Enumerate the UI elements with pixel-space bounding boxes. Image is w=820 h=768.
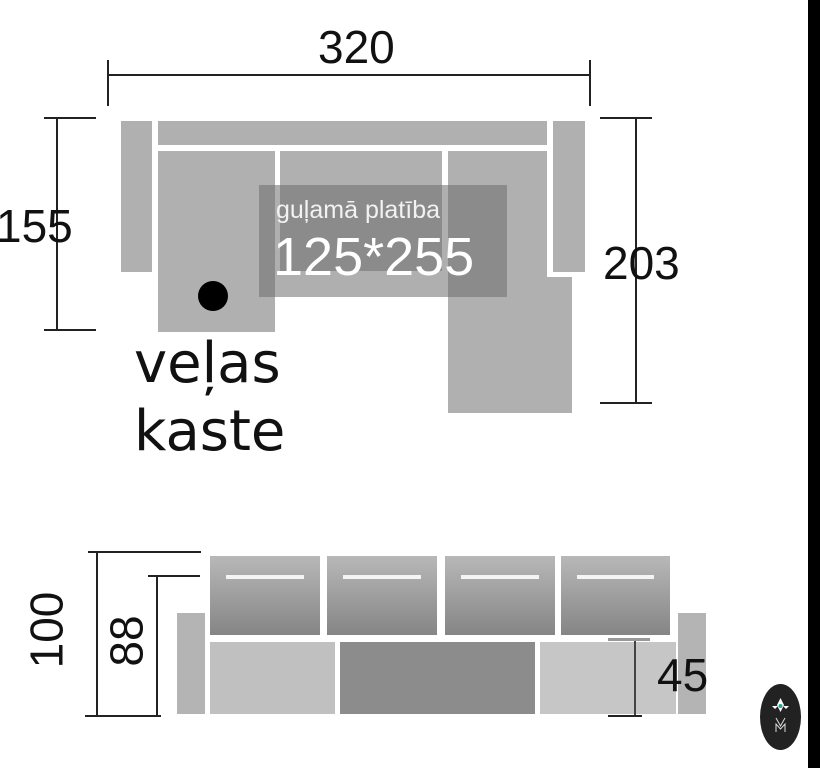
logo-emblem-icon xyxy=(772,698,789,732)
total-height-tick-top xyxy=(88,551,201,553)
back-cushion xyxy=(445,556,555,635)
left-armrest-front xyxy=(177,613,205,714)
depth-left-label: 155 xyxy=(0,200,73,252)
storage-label-line2: kaste xyxy=(134,399,286,464)
brand-logo xyxy=(760,684,801,750)
left-armrest xyxy=(121,121,152,272)
sleeping-area-title: guļamā platība xyxy=(276,196,441,224)
right-edge-bar xyxy=(808,0,820,768)
total-height-tick-bottom xyxy=(85,715,161,717)
width-tick-right xyxy=(589,60,591,106)
width-dimension-line xyxy=(108,74,591,76)
right-armrest-front xyxy=(678,613,706,714)
backrest xyxy=(158,121,547,145)
width-label: 320 xyxy=(318,21,395,73)
back-height-line xyxy=(156,576,158,716)
depth-left-line xyxy=(56,118,58,330)
right-armrest xyxy=(553,121,585,272)
depth-right-tick-top xyxy=(600,117,652,119)
back-height-label: 88 xyxy=(100,615,153,667)
seat-height-label: 45 xyxy=(657,649,709,701)
total-height-label: 100 xyxy=(20,591,73,669)
back-cushion xyxy=(327,556,437,635)
sleeping-area-overlay xyxy=(259,185,507,297)
seat-height-tick-top xyxy=(608,638,650,641)
chaise-longue xyxy=(448,277,572,413)
seat-front-middle xyxy=(340,642,535,714)
back-cushion xyxy=(210,556,320,635)
back-cushion xyxy=(561,556,670,635)
total-height-line xyxy=(96,552,98,716)
width-tick-left xyxy=(107,60,109,106)
seat-height-tick-bottom xyxy=(608,715,642,717)
storage-marker-dot xyxy=(198,281,228,311)
depth-left-tick-bottom xyxy=(44,329,96,331)
seat-height-line xyxy=(634,640,636,716)
depth-right-line xyxy=(635,118,637,403)
seat-front-right xyxy=(540,642,676,714)
sleeping-area-size: 125*255 xyxy=(273,227,475,287)
back-height-tick-top xyxy=(148,575,200,577)
seat-front-left xyxy=(210,642,335,714)
depth-left-tick-top xyxy=(44,117,96,119)
depth-right-label: 203 xyxy=(603,237,680,289)
storage-label-line1: veļas xyxy=(134,331,281,396)
depth-right-tick-bottom xyxy=(600,402,652,404)
